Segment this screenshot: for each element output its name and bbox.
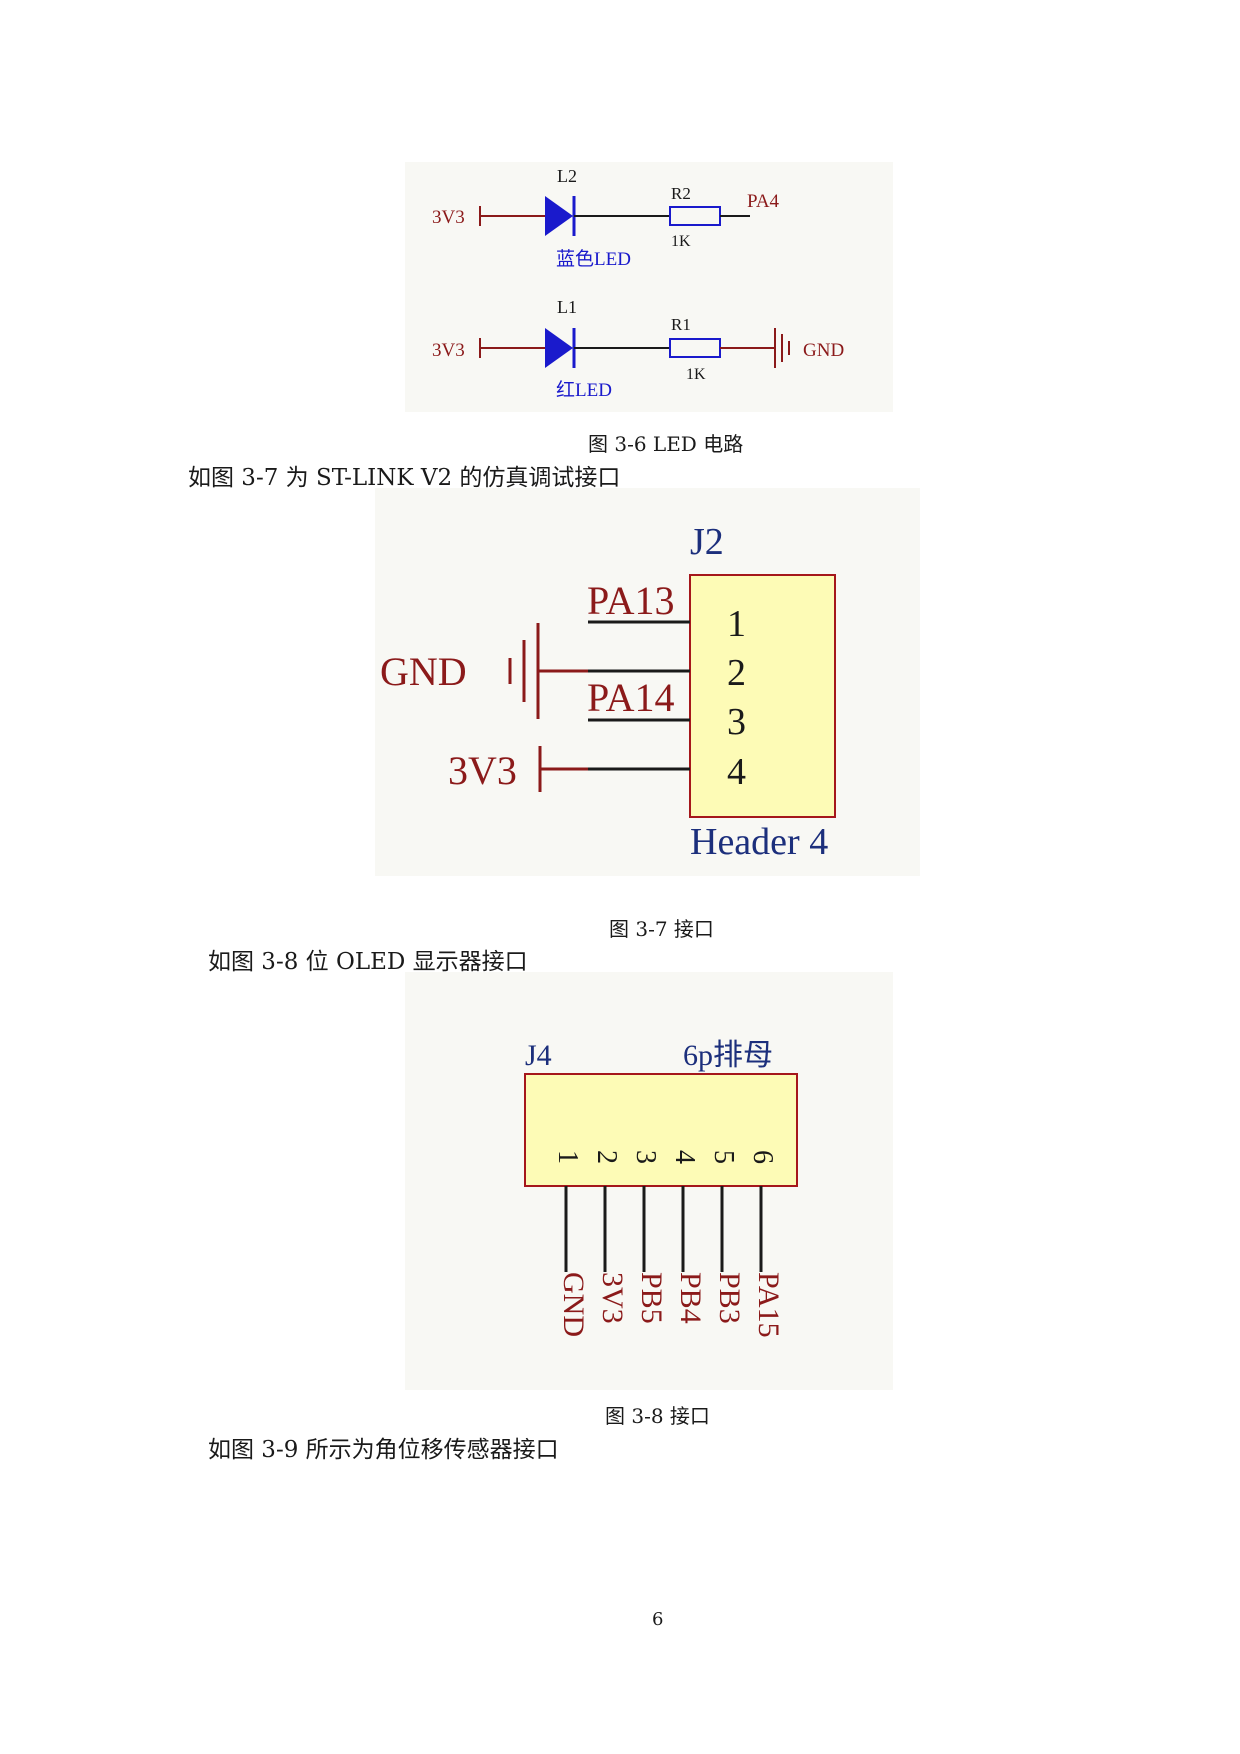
oled-net-pa15: PA15 [752,1272,785,1338]
paragraph-oled: 如图 3-8 位 OLED 显示器接口 [208,949,528,975]
oled-net-pb5: PB5 [635,1272,668,1324]
oled-header-ref: J4 [525,1039,552,1072]
pin-number-2: 2 [727,652,746,694]
fig-3-7-image: J2 PA13 PA14 GND 3V3 1 2 3 4 Header 4 [375,488,920,876]
oled-net-gnd: GND [557,1272,590,1337]
oled-pin-number-3: 3 [630,1150,661,1164]
pin-number-4: 4 [727,751,746,793]
net-pa13: PA13 [587,578,674,623]
led-ref-top: L2 [557,166,577,186]
supply-label-top: 3V3 [432,207,465,228]
led-label-bottom: 红LED [556,379,612,401]
led-label-top: 蓝色LED [556,248,631,270]
header4-schematic: J2 PA13 PA14 GND 3V3 1 2 3 4 Header 4 [380,521,836,863]
oled-net-pb3: PB3 [713,1272,746,1324]
pin-number-3: 3 [727,701,746,743]
figure-caption-3-8: 图 3-8 接口 [605,1404,710,1428]
supply-label: 3V3 [448,748,517,793]
oled-pin-number-4: 4 [669,1150,700,1164]
oled-net-3v3: 3V3 [596,1272,629,1324]
gnd-label: GND [380,649,467,694]
res-ref-bottom: R1 [671,315,691,334]
led-circuit-top: 3V3 L2 R2 1K PA4 蓝色LED [432,166,780,270]
oled-pin-number-1: 1 [552,1150,583,1164]
paragraph-stlink: 如图 3-7 为 ST-LINK V2 的仿真调试接口 [188,465,621,491]
oled-pin-number-5: 5 [708,1150,739,1164]
resistor-bottom [669,338,721,358]
figure-caption-3-7: 图 3-7 接口 [609,917,714,941]
header-ref: J2 [690,521,724,563]
fig-3-6-image: 3V3 L2 R2 1K PA4 蓝色LED 3V3 [405,162,893,412]
header-footprint: Header 4 [690,821,828,863]
resistor-top [669,206,721,226]
oled-pin-number-2: 2 [591,1150,622,1164]
header-body [689,574,836,818]
paragraph-sensor: 如图 3-9 所示为角位移传感器接口 [208,1437,559,1463]
led-circuit-bottom: 3V3 L1 R1 1K GND 红LED [432,297,844,401]
oled-header-part: 6p排母 [683,1039,773,1072]
supply-label-bottom: 3V3 [432,340,465,361]
oled-header-schematic: J4 6p排母 1 2 3 4 5 6 GND 3V3 PB5 PB4 PB3 … [524,1039,798,1338]
oled-header-body [524,1073,798,1187]
res-ref-top: R2 [671,184,691,203]
net-label-bottom: GND [803,340,844,361]
led-diode-top [545,196,573,236]
res-value-top: 1K [671,233,691,250]
figure-caption-3-6: 图 3-6 LED 电路 [588,432,744,456]
oled-pin-number-6: 6 [747,1150,778,1164]
net-label-top: PA4 [747,191,780,212]
led-schematic: 3V3 L2 R2 1K PA4 蓝色LED 3V3 [432,166,844,401]
fig-3-8-image: J4 6p排母 1 2 3 4 5 6 GND 3V3 PB5 PB4 PB3 … [405,972,893,1390]
led-ref-bottom: L1 [557,297,577,317]
res-value-bottom: 1K [686,366,706,383]
pin-number-1: 1 [727,603,746,645]
page-number: 6 [652,1609,664,1630]
oled-net-pb4: PB4 [674,1272,707,1324]
gnd-symbol [774,328,790,368]
led-diode-bottom [545,328,573,368]
net-pa14: PA14 [587,675,674,720]
